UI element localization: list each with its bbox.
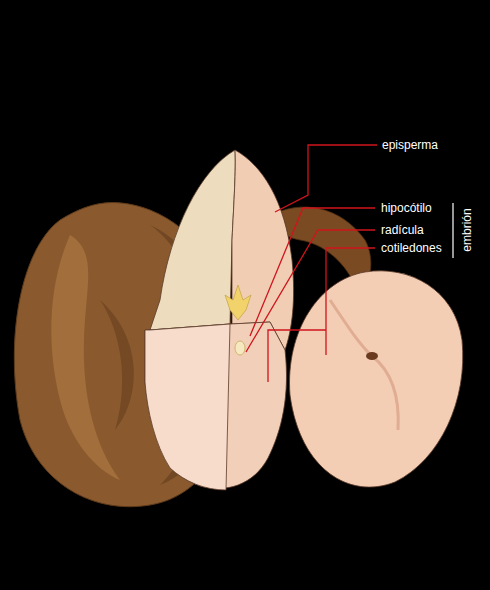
leader-line xyxy=(275,145,377,212)
right-cotyledon xyxy=(290,271,463,487)
part-label: radícula xyxy=(380,223,425,237)
embryo-bracket xyxy=(452,203,453,258)
leader-line xyxy=(250,208,375,336)
leader-line xyxy=(326,248,375,355)
leader-line xyxy=(268,330,326,382)
group-label: embrión xyxy=(460,207,474,252)
cotyledon-spot xyxy=(366,352,378,360)
part-label: hipocótilo xyxy=(380,201,433,215)
shell-shading xyxy=(51,235,120,480)
seed-half-upper-right xyxy=(232,150,294,350)
seed-half-front-face xyxy=(145,324,230,490)
part-label: cotiledones xyxy=(380,241,443,255)
radicle xyxy=(235,341,245,355)
cotyledon-crease xyxy=(330,300,398,430)
plumule xyxy=(225,285,251,320)
shell-shading xyxy=(100,300,134,430)
seed-half-upper-left xyxy=(150,150,235,330)
part-label: episperma xyxy=(381,138,439,152)
